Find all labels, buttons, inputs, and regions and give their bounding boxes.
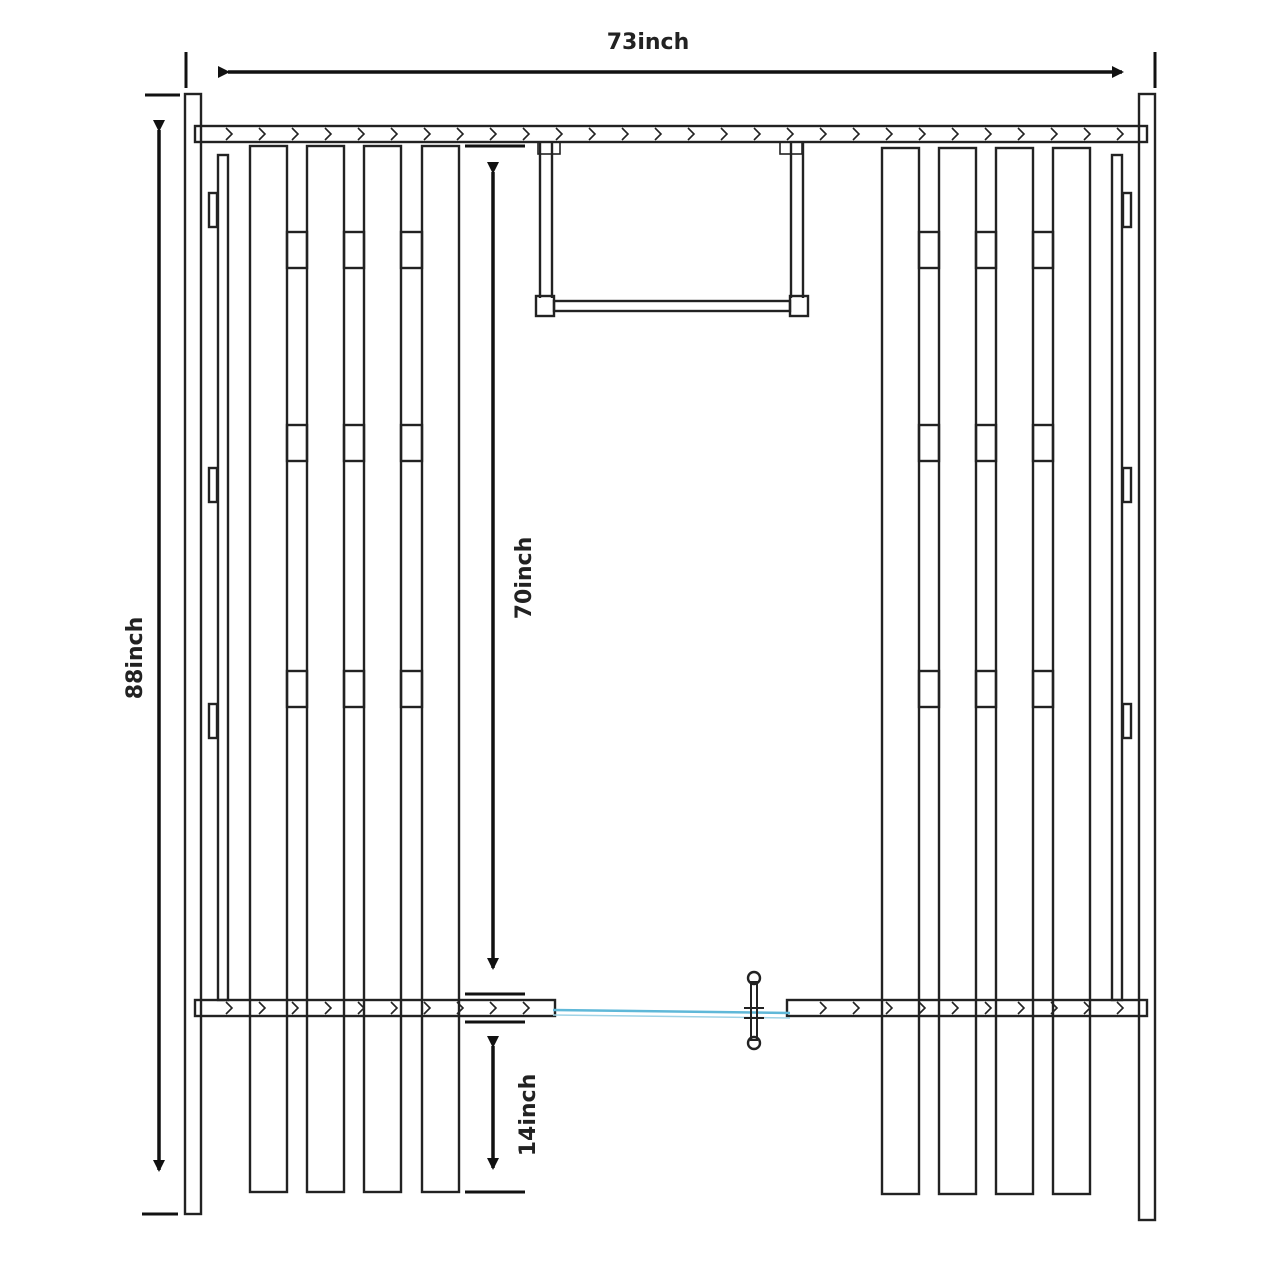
left-inner-rail — [216, 153, 230, 1002]
right-plank-spacers — [917, 230, 1055, 709]
bottom-clearance-label: 14inch — [516, 1074, 541, 1157]
right-hinge-tabs — [1121, 191, 1133, 740]
dimension-annotations — [142, 52, 1157, 1216]
left-plank-spacers — [285, 230, 424, 709]
height-label: 88inch — [123, 617, 148, 700]
bottom-beam-left — [193, 998, 557, 1018]
top-beam — [193, 124, 1149, 144]
door-handle — [744, 970, 764, 1051]
bottom-beam-right — [785, 998, 1149, 1018]
left-outer-post — [183, 92, 203, 1216]
left-hinge-tabs — [207, 191, 219, 740]
top-bracket-frame — [534, 141, 810, 318]
width-label: 73inch — [607, 30, 690, 55]
right-inner-rail — [1110, 153, 1124, 1002]
clear-height-label: 70inch — [512, 537, 537, 620]
right-outer-post — [1137, 92, 1157, 1222]
left-wall-planks — [248, 144, 461, 1194]
glass-door — [552, 1008, 791, 1019]
